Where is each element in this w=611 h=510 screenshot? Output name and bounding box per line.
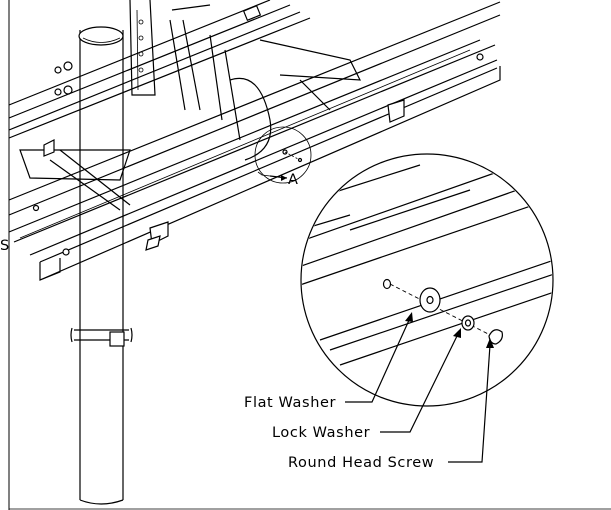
front-rail bbox=[8, 1, 501, 281]
cross-members bbox=[19, 39, 362, 211]
detail-callout-letter: A bbox=[288, 172, 299, 188]
leader-lines bbox=[345, 312, 494, 463]
lock-washer-label: Lock Washer bbox=[272, 425, 370, 441]
flat-washer-label: Flat Washer bbox=[244, 395, 336, 411]
upper-rail bbox=[8, 0, 311, 139]
edge-glyph: S bbox=[0, 238, 10, 254]
detail-circle-enlarged bbox=[300, 153, 554, 407]
round-head-screw-label: Round Head Screw bbox=[288, 455, 434, 471]
pole-bolts bbox=[54, 61, 73, 96]
rail-clips bbox=[43, 99, 405, 251]
support-pole bbox=[70, 26, 133, 505]
detail-circle-small bbox=[254, 126, 312, 184]
upright-bracket bbox=[129, 0, 272, 161]
